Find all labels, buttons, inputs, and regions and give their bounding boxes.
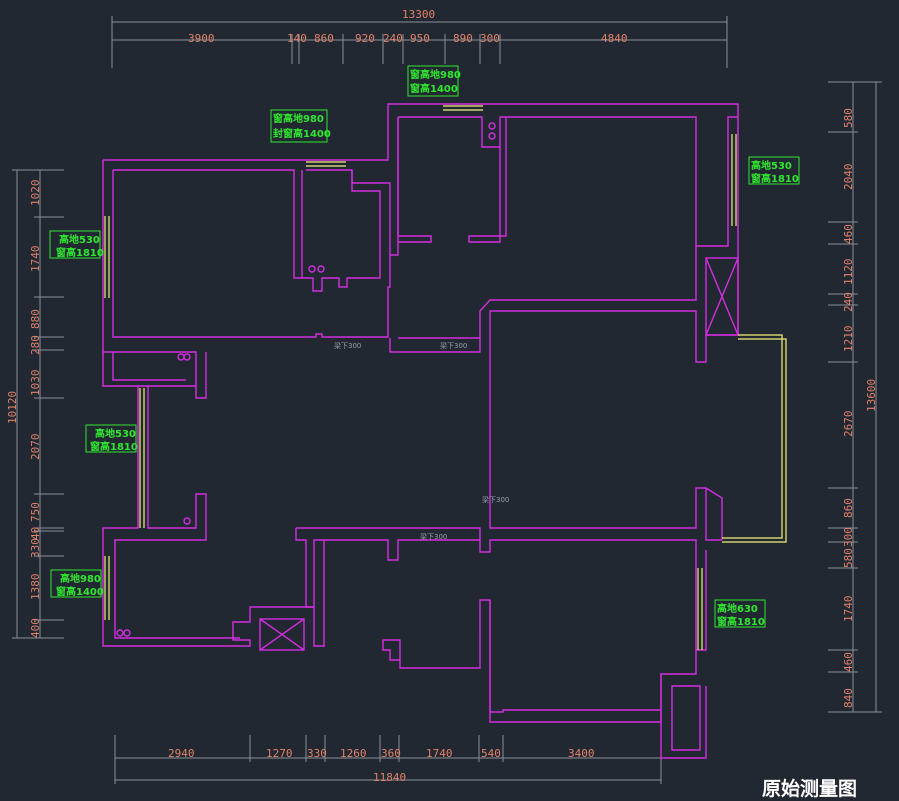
beam-label-2: 梁下300 xyxy=(440,341,467,350)
svg-text:窗高1400: 窗高1400 xyxy=(410,82,458,95)
svg-text:高地630: 高地630 xyxy=(717,602,758,615)
left-dim-10: 1380 xyxy=(29,574,42,601)
bottom-dim-3: 330 xyxy=(307,747,327,760)
right-dim-12: 460 xyxy=(842,652,855,672)
left-dimension-chain: 10120 1020 1740 880 280 1030 2070 750 40… xyxy=(6,169,64,639)
svg-text:窗高地980: 窗高地980 xyxy=(273,112,324,125)
bottom-total-dim: 11840 xyxy=(373,771,406,784)
bottom-dimension-chain: 2940 1270 330 1260 360 1740 540 3400 118… xyxy=(114,735,662,784)
window-label-7: 高地630 窗高1810 xyxy=(714,599,766,628)
left-dim-5: 1030 xyxy=(29,370,42,397)
top-dim-9: 4840 xyxy=(601,32,628,45)
window-label-4: 高地530 窗高1810 xyxy=(748,156,800,185)
right-dim-11: 1740 xyxy=(842,596,855,623)
right-dim-7: 2670 xyxy=(842,411,855,438)
left-total-dim: 10120 xyxy=(6,391,19,424)
bottom-dim-2: 1270 xyxy=(266,747,293,760)
right-dim-2: 2040 xyxy=(842,164,855,191)
right-total-dim: 13600 xyxy=(865,379,878,412)
windows xyxy=(104,105,787,650)
svg-text:窗高1810: 窗高1810 xyxy=(751,172,799,185)
left-dim-2: 1740 xyxy=(29,246,42,273)
beam-labels: 梁下300 梁下300 梁下300 梁下300 xyxy=(334,341,509,541)
top-dim-3: 860 xyxy=(314,32,334,45)
top-dim-7: 890 xyxy=(453,32,473,45)
top-dim-8: 300 xyxy=(480,32,500,45)
svg-text:窗高地980: 窗高地980 xyxy=(410,68,461,81)
drawing-title: 原始测量图 xyxy=(762,778,858,800)
right-dim-4: 1120 xyxy=(842,259,855,286)
window-label-3: 高地530 窗高1810 xyxy=(49,230,104,259)
svg-text:封窗高1400: 封窗高1400 xyxy=(273,127,331,140)
beam-label-3: 梁下300 xyxy=(482,495,509,504)
right-dimension-chain: 13600 580 2040 460 1120 240 1210 2670 86… xyxy=(828,81,882,713)
bottom-dim-5: 360 xyxy=(381,747,401,760)
left-dim-3: 880 xyxy=(29,309,42,329)
left-dim-11: 400 xyxy=(29,618,42,638)
bottom-dim-4: 1260 xyxy=(340,747,367,760)
svg-text:高地530: 高地530 xyxy=(59,233,100,246)
window-label-5: 高地530 窗高1810 xyxy=(85,424,138,453)
left-dim-7: 750 xyxy=(29,502,42,522)
top-total-dim: 13300 xyxy=(402,8,435,21)
right-dim-13: 840 xyxy=(842,688,855,708)
svg-text:窗高1810: 窗高1810 xyxy=(717,615,765,628)
walls xyxy=(102,103,739,759)
right-dim-9: 300 xyxy=(842,527,855,547)
left-dim-9: 330 xyxy=(29,538,42,558)
top-dimension-chain: 13300 3900 140 860 920 240 950 890 300 4… xyxy=(111,8,728,68)
top-dim-1: 3900 xyxy=(188,32,215,45)
right-dim-5: 240 xyxy=(842,292,855,312)
right-dim-10: 580 xyxy=(842,548,855,568)
right-dim-3: 460 xyxy=(842,224,855,244)
top-dim-6: 950 xyxy=(410,32,430,45)
svg-text:窗高1400: 窗高1400 xyxy=(56,585,104,598)
top-dim-5: 240 xyxy=(383,32,403,45)
shaft-top-right xyxy=(705,257,739,336)
left-dim-4: 280 xyxy=(29,335,42,355)
window-label-6: 高地980 窗高1400 xyxy=(50,569,104,598)
shaft-bottom xyxy=(259,618,305,651)
svg-text:高地980: 高地980 xyxy=(60,572,101,585)
svg-text:窗高1810: 窗高1810 xyxy=(90,440,138,453)
bottom-dim-8: 3400 xyxy=(568,747,595,760)
svg-text:窗高1810: 窗高1810 xyxy=(56,246,104,259)
top-dim-4: 920 xyxy=(355,32,375,45)
right-dim-1: 580 xyxy=(842,108,855,128)
left-dim-1: 1020 xyxy=(29,180,42,207)
bottom-dim-1: 2940 xyxy=(168,747,195,760)
right-dim-6: 1210 xyxy=(842,326,855,353)
window-label-1: 窗高地980 窗高1400 xyxy=(407,65,461,97)
svg-text:高地530: 高地530 xyxy=(95,427,136,440)
top-dim-2: 140 xyxy=(287,32,307,45)
right-dim-8: 860 xyxy=(842,498,855,518)
left-dim-6: 2070 xyxy=(29,434,42,461)
window-label-2: 窗高地980 封窗高1400 xyxy=(270,109,331,143)
left-dim-8: 40 xyxy=(29,527,42,540)
window-labels: 窗高地980 窗高1400 窗高地980 封窗高1400 高地530 窗高181… xyxy=(49,65,800,628)
bottom-dim-6: 1740 xyxy=(426,747,453,760)
beam-label-4: 梁下300 xyxy=(420,532,447,541)
bottom-dim-7: 540 xyxy=(481,747,501,760)
svg-text:高地530: 高地530 xyxy=(751,159,792,172)
beam-label-1: 梁下300 xyxy=(334,341,361,350)
